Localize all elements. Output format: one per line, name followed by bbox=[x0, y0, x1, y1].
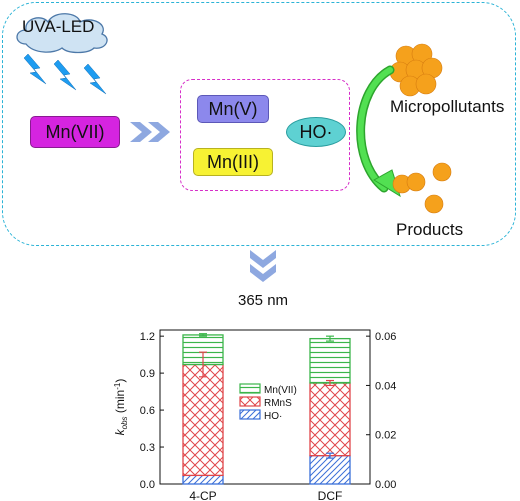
lightning-icon bbox=[23, 53, 107, 95]
micropollutant-cluster-icon bbox=[389, 43, 443, 97]
wavelength-label: 365 nm bbox=[238, 292, 289, 309]
double-chevron-icon bbox=[130, 122, 170, 142]
left-tick-label: 0.0 bbox=[140, 479, 155, 491]
mn3-label: Mn(III) bbox=[193, 148, 273, 176]
mn7-label: Mn(VII) bbox=[30, 116, 120, 148]
light-source-label: UVA-LED bbox=[22, 17, 95, 36]
micropollutants-label: Micropollutants bbox=[390, 97, 505, 116]
bar-hatch bbox=[183, 364, 223, 476]
products-label: Products bbox=[396, 220, 464, 239]
product-particles-icon bbox=[392, 162, 452, 214]
hydroxyl-radical-label: HO· bbox=[286, 117, 346, 147]
curved-arrow-icon bbox=[356, 65, 401, 198]
left-tick-label: 0.6 bbox=[140, 405, 155, 417]
bar-hatch bbox=[310, 338, 350, 383]
bar-hatch bbox=[310, 455, 350, 484]
cloud-icon bbox=[16, 13, 108, 54]
scheme-panel bbox=[2, 2, 516, 246]
legend-label: Mn(VII) bbox=[264, 385, 297, 396]
intermediates-box bbox=[180, 79, 350, 191]
right-tick-label: 0.02 bbox=[375, 430, 396, 442]
bar-hatch bbox=[183, 475, 223, 484]
right-tick-label: 0.00 bbox=[375, 479, 396, 491]
category-label: DCF bbox=[318, 489, 343, 501]
down-chevrons-icon bbox=[250, 250, 276, 282]
plot-frame bbox=[159, 329, 371, 485]
legend-swatch-hatch bbox=[240, 384, 260, 393]
right-tick-label: 0.04 bbox=[375, 380, 396, 392]
legend-label: HO· bbox=[264, 411, 282, 422]
mn5-label: Mn(V) bbox=[197, 95, 269, 123]
left-tick-label: 0.3 bbox=[140, 442, 155, 454]
legend-label: RMnS bbox=[264, 398, 292, 409]
legend-swatch-hatch bbox=[240, 397, 260, 406]
y-axis-label: kobs (min-1) bbox=[113, 379, 129, 436]
category-label: 4-CP bbox=[189, 489, 216, 501]
right-tick-label: 0.06 bbox=[375, 331, 396, 343]
left-tick-label: 0.9 bbox=[140, 368, 155, 380]
bar-hatch bbox=[310, 382, 350, 456]
legend-swatch-hatch bbox=[240, 410, 260, 419]
left-tick-label: 1.2 bbox=[140, 331, 155, 343]
